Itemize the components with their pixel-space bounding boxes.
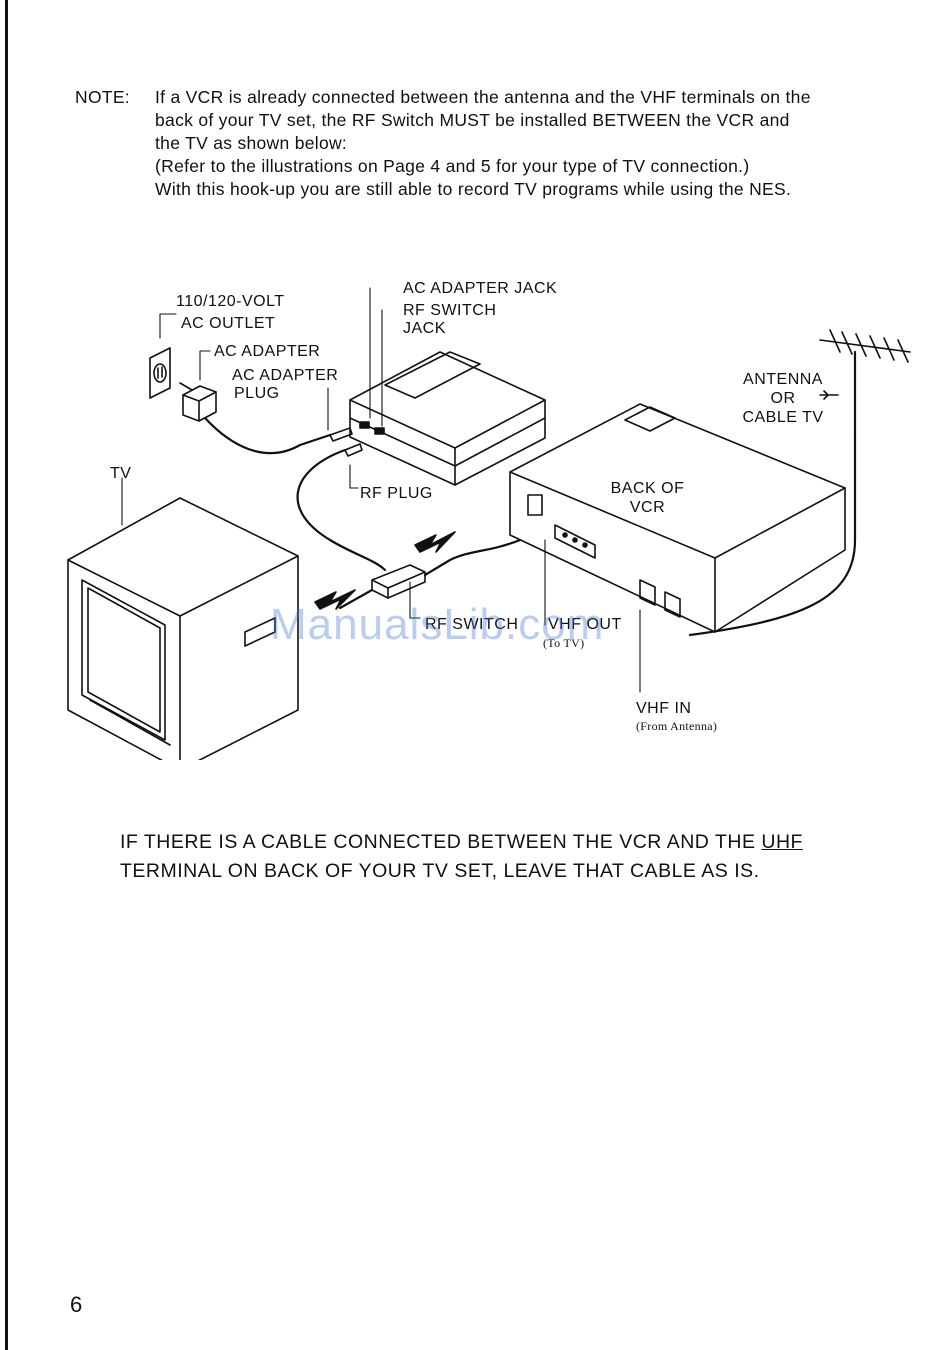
rf-switch-box-icon <box>349 351 546 486</box>
watermark: ManualsLib.com <box>270 600 605 649</box>
ac-adapter-plug-label-line1: AC ADAPTER <box>232 367 339 384</box>
cable-note-line2: TERMINAL ON BACK OF YOUR TV SET, LEAVE T… <box>120 860 760 882</box>
rf-plug-label: RF PLUG <box>360 485 433 502</box>
hookup-illustration <box>67 287 911 771</box>
ac-adapter-label: AC ADAPTER <box>214 343 321 360</box>
antenna-label-line2: OR <box>770 390 796 407</box>
note-line: (Refer to the illustrations on Page 4 an… <box>155 156 750 176</box>
rf-switch-jack-label-line1: RF SWITCH <box>403 302 497 319</box>
page-number: 6 <box>70 1292 83 1317</box>
vhf-in-label: VHF IN <box>636 700 692 717</box>
note-line: back of your TV set, the RF Switch MUST … <box>155 110 790 130</box>
back-of-vcr-label-line1: BACK OF <box>610 480 685 497</box>
rf-switch-icon <box>338 538 522 610</box>
ac-adapter-icon <box>179 382 353 455</box>
direction-arrows <box>314 531 456 610</box>
note-line: the TV as shown below: <box>155 133 348 153</box>
tv-label: TV <box>110 465 132 482</box>
wall-outlet-icon <box>149 347 171 399</box>
hookup-diagram: 110/120-VOLT AC OUTLET AC ADAPTER AC ADA… <box>0 240 950 771</box>
vhf-out-sublabel: (To TV) <box>543 636 585 650</box>
vhf-out-label: VHF OUT <box>548 616 622 633</box>
cable-note-line1-text: IF THERE IS A CABLE CONNECTED BETWEEN TH… <box>120 831 762 853</box>
note-line: If a VCR is already connected between th… <box>155 87 811 107</box>
tv-icon <box>67 497 299 771</box>
note-body: If a VCR is already connected between th… <box>155 86 925 201</box>
cable-note: IF THERE IS A CABLE CONNECTED BETWEEN TH… <box>120 828 900 886</box>
vhf-in-sublabel: (From Antenna) <box>636 719 718 733</box>
rf-switch-label: RF SWITCH <box>425 616 519 633</box>
outlet-label-line2: AC OUTLET <box>181 315 276 332</box>
page-edge-rule <box>5 0 8 1350</box>
label-leader-lines <box>121 287 641 693</box>
rf-switch-jack-label-line2: JACK <box>403 320 446 337</box>
back-of-vcr-label-line2: VCR <box>629 499 666 516</box>
antenna-icon <box>688 329 911 637</box>
ac-adapter-jack-label: AC ADAPTER JACK <box>403 280 558 297</box>
rf-plug-cable <box>296 443 387 572</box>
note-label: NOTE: <box>75 87 130 107</box>
antenna-label-line1: ANTENNA <box>743 371 823 388</box>
cable-note-line1: IF THERE IS A CABLE CONNECTED BETWEEN TH… <box>120 828 900 857</box>
antenna-label-line3: CABLE TV <box>742 409 824 426</box>
note-line: With this hook-up you are still able to … <box>155 179 792 199</box>
uhf-underlined: UHF <box>761 831 803 853</box>
ac-adapter-plug-label-line2: PLUG <box>234 385 280 402</box>
vcr-icon <box>509 403 846 633</box>
outlet-label-line1: 110/120-VOLT <box>176 293 285 310</box>
